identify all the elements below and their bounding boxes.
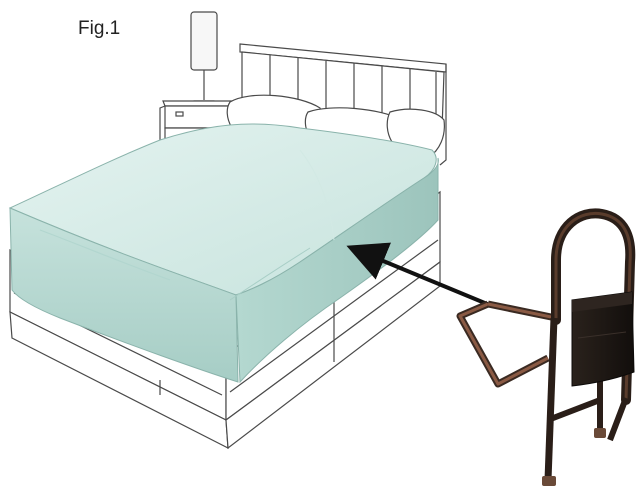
table-lamp-icon <box>191 12 217 106</box>
bed-rail-icon <box>460 213 634 486</box>
